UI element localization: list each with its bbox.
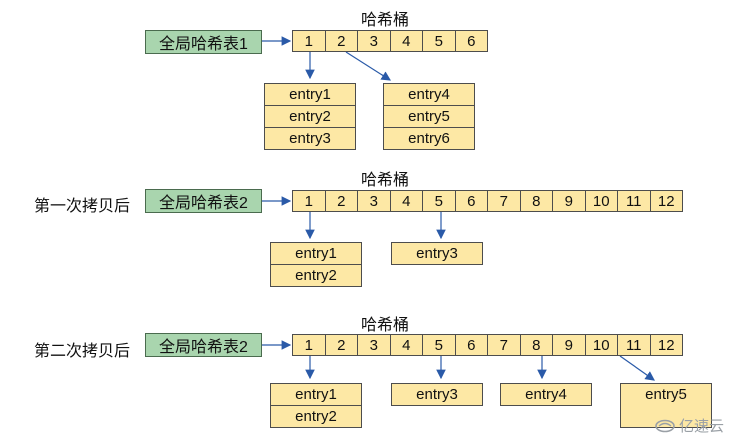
bucket-cell: 5 <box>422 30 456 52</box>
bucket-cell: 12 <box>649 334 683 356</box>
entry: entry2 <box>270 264 362 287</box>
bucket-cell: 6 <box>454 334 488 356</box>
section-label-second-copy: 第二次拷贝后 <box>34 343 131 360</box>
bucket-cell: 3 <box>357 334 391 356</box>
bucket-title: 哈希桶 <box>360 172 409 189</box>
watermark: 亿速云 <box>655 415 724 436</box>
bucket-cell: 1 <box>292 334 326 356</box>
entry: entry1 <box>270 383 362 406</box>
bucket-cell: 4 <box>389 30 423 52</box>
cloud-logo-icon <box>655 419 675 432</box>
bucket-cell: 4 <box>389 334 423 356</box>
entry: entry3 <box>391 383 483 406</box>
bucket-cell: 6 <box>454 190 488 212</box>
entry: entry3 <box>391 242 483 265</box>
entry: entry3 <box>264 127 356 150</box>
bucket-cell: 2 <box>324 30 358 52</box>
bucket-cell: 12 <box>649 190 683 212</box>
entry: entry5 <box>620 383 712 406</box>
bucket-cell: 8 <box>519 190 553 212</box>
entry: entry2 <box>270 405 362 428</box>
bucket-cell: 11 <box>617 190 651 212</box>
entry-group-b: entry4 entry5 entry6 <box>383 83 475 150</box>
bucket-title: 哈希桶 <box>360 12 409 29</box>
global-hash-table-1: 全局哈希表1 <box>145 30 262 54</box>
bucket-cell: 3 <box>357 30 391 52</box>
entry: entry5 <box>383 105 475 128</box>
entry: entry2 <box>264 105 356 128</box>
bucket-row-12: 1 2 3 4 5 6 7 8 9 10 11 12 <box>292 190 683 212</box>
bucket-cell: 3 <box>357 190 391 212</box>
bucket-cell: 7 <box>487 190 521 212</box>
bucket-cell: 10 <box>584 334 618 356</box>
bucket-cell: 2 <box>324 190 358 212</box>
entry-group-c: entry4 <box>500 383 592 406</box>
bucket-cell: 1 <box>292 30 326 52</box>
bucket-cell: 5 <box>422 190 456 212</box>
entry <box>620 405 712 428</box>
bucket-cell: 4 <box>389 190 423 212</box>
entry: entry6 <box>383 127 475 150</box>
bucket-cell: 7 <box>487 334 521 356</box>
bucket-title: 哈希桶 <box>360 317 409 334</box>
bucket-cell: 9 <box>552 190 586 212</box>
arrow-bucket10-to-entries-s3 <box>619 355 655 381</box>
entry: entry4 <box>500 383 592 406</box>
entry: entry4 <box>383 83 475 106</box>
bucket-cell: 2 <box>324 334 358 356</box>
watermark-text: 亿速云 <box>678 418 724 435</box>
bucket-cell: 11 <box>617 334 651 356</box>
entry-group-a: entry1 entry2 <box>270 383 362 428</box>
bucket-row-12: 1 2 3 4 5 6 7 8 9 10 11 12 <box>292 334 683 356</box>
entry-group-b: entry3 <box>391 242 483 265</box>
bucket-cell: 1 <box>292 190 326 212</box>
entry-group-a: entry1 entry2 entry3 <box>264 83 356 150</box>
entry-group-b: entry3 <box>391 383 483 406</box>
global-hash-table-2: 全局哈希表2 <box>145 189 262 213</box>
entry: entry1 <box>270 242 362 265</box>
entry-group-a: entry1 entry2 <box>270 242 362 287</box>
bucket-cell: 9 <box>552 334 586 356</box>
bucket-cell: 5 <box>422 334 456 356</box>
entry-group-d: entry5 <box>620 383 712 428</box>
entry: entry1 <box>264 83 356 106</box>
bucket-row-6: 1 2 3 4 5 6 <box>292 30 488 52</box>
bucket-cell: 6 <box>454 30 488 52</box>
bucket-cell: 8 <box>519 334 553 356</box>
section-label-first-copy: 第一次拷贝后 <box>34 198 131 215</box>
arrow-bucket2-to-entries <box>345 51 392 81</box>
global-hash-table-2: 全局哈希表2 <box>145 333 262 357</box>
bucket-cell: 10 <box>584 190 618 212</box>
